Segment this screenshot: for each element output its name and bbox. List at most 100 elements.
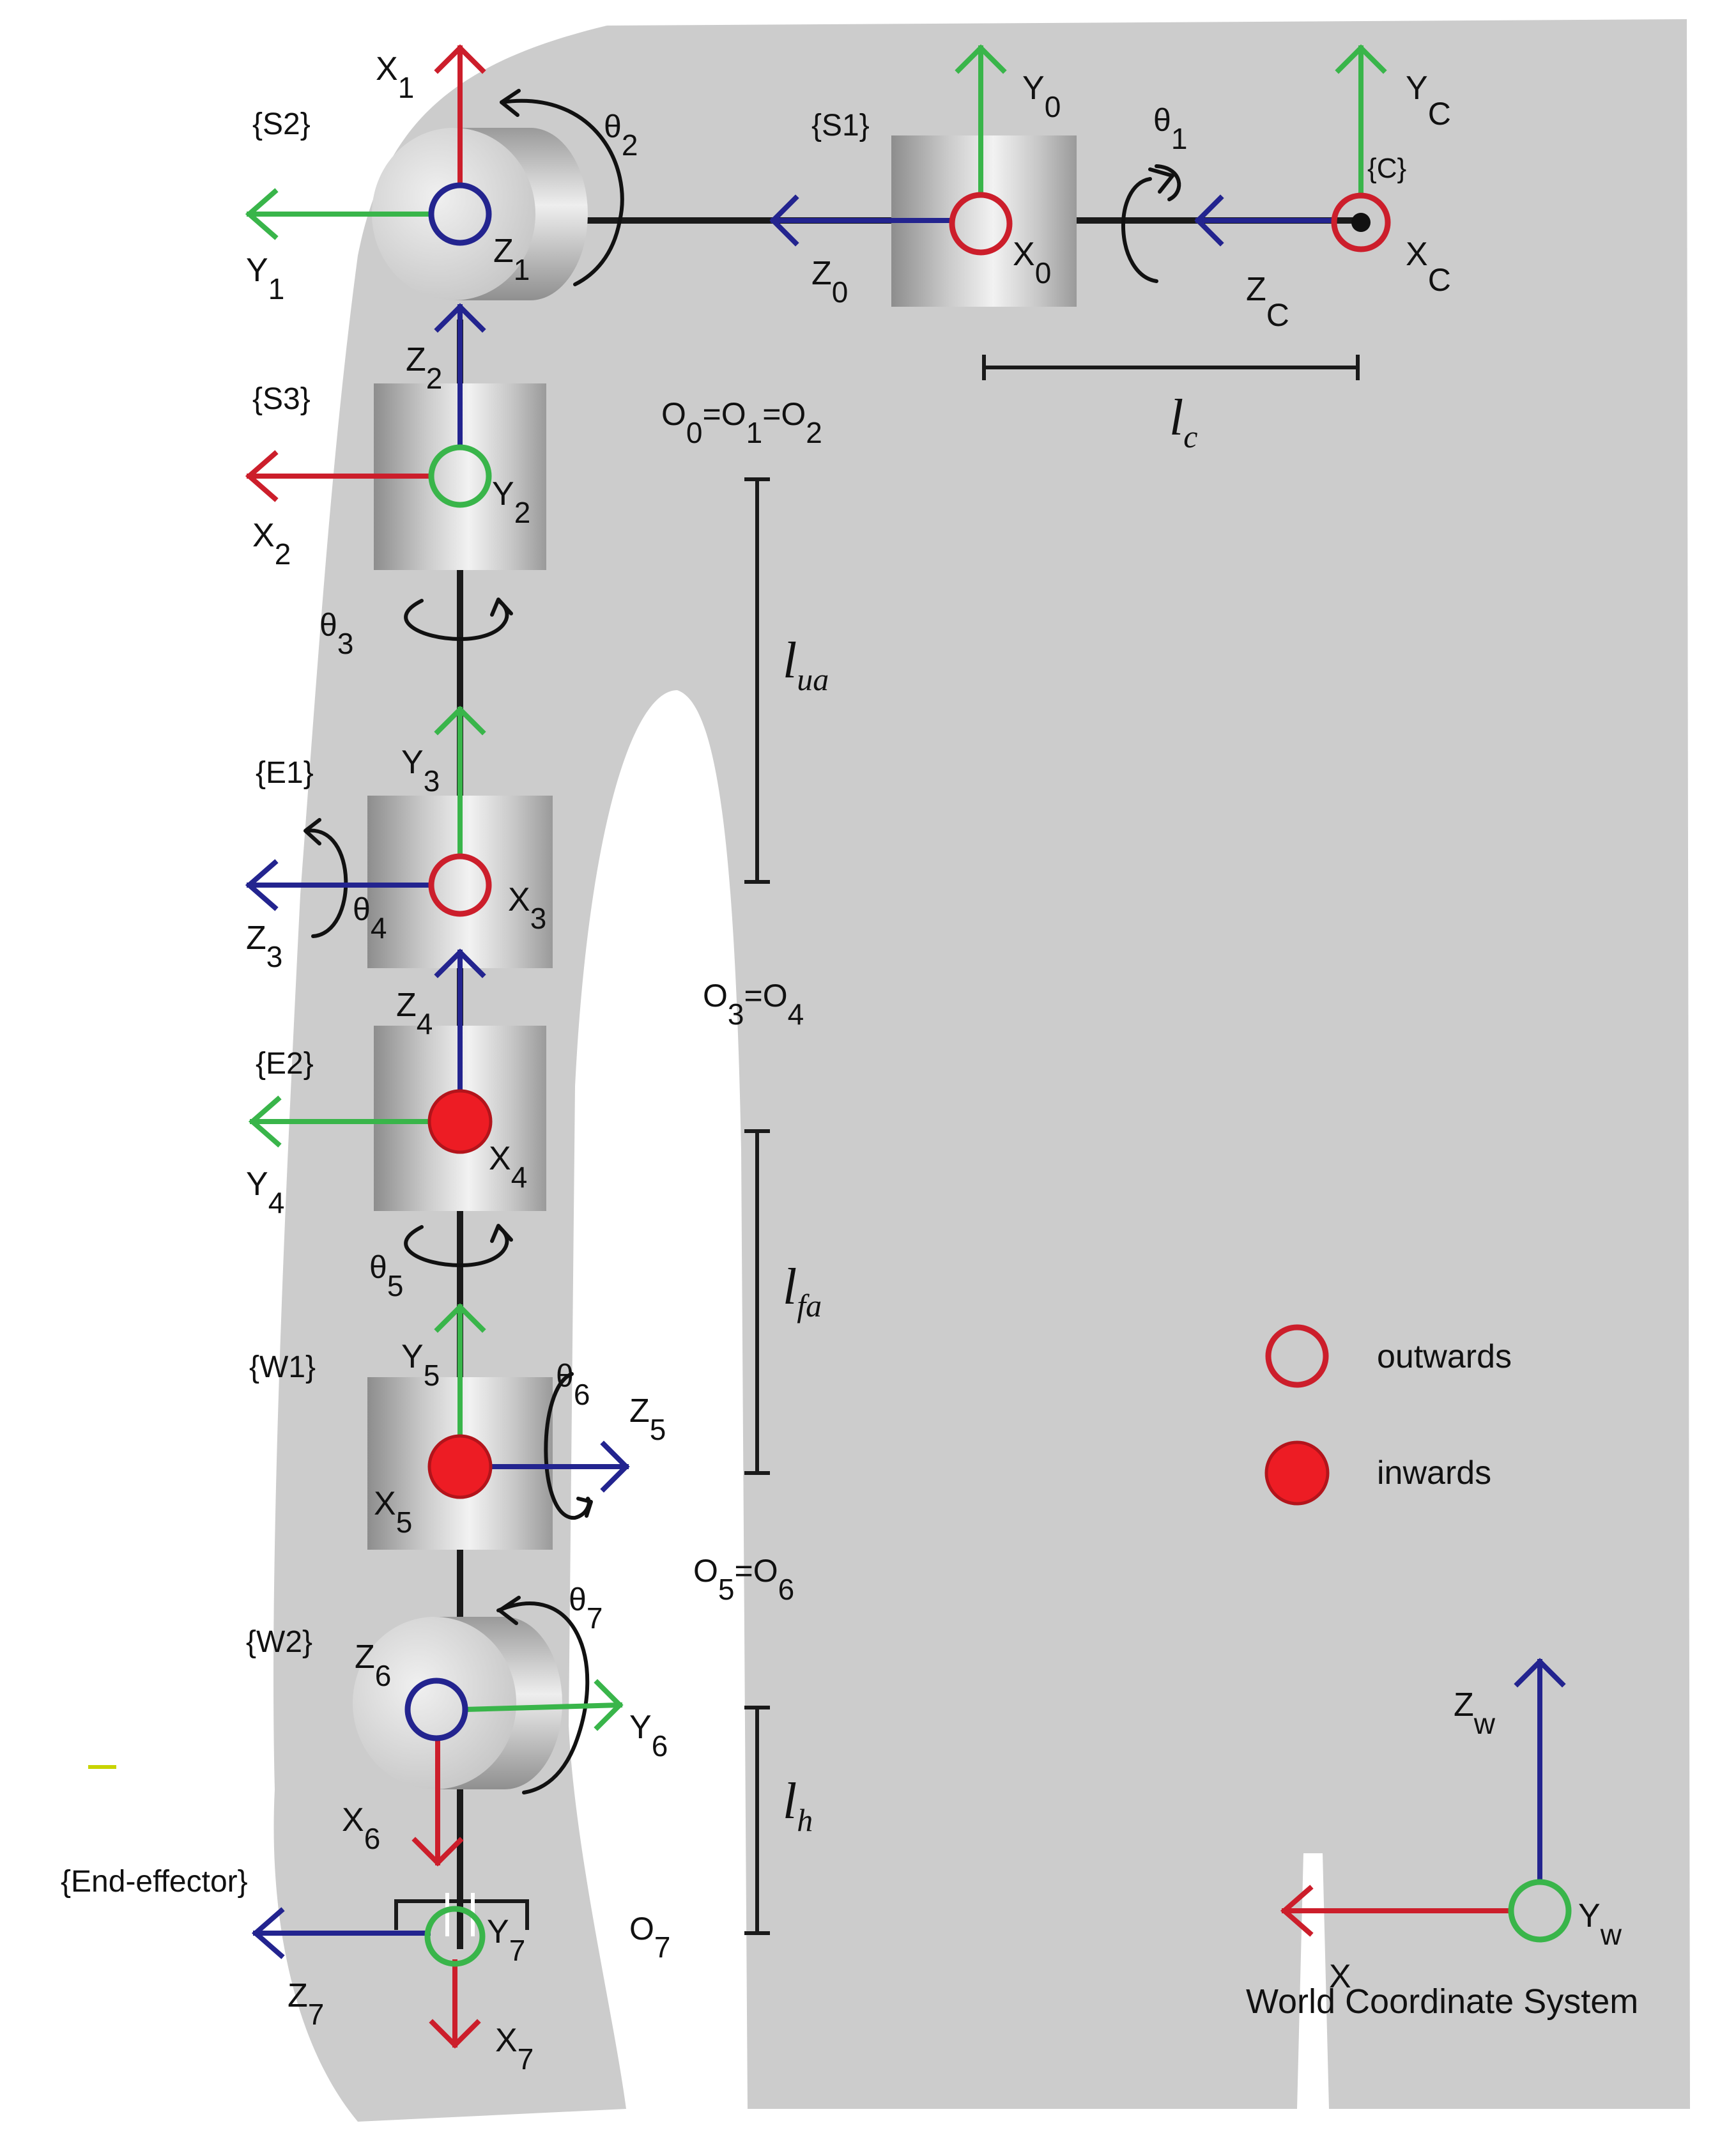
rotation-theta3-arrow bbox=[404, 598, 513, 641]
rotation-arrows bbox=[303, 89, 1181, 1794]
axis-z4-arrow bbox=[434, 948, 486, 1092]
axis-y0-arrow bbox=[955, 44, 1007, 194]
legend-inwards-label: inwards bbox=[1377, 1454, 1491, 1492]
frame-label-e1: {E1} bbox=[256, 756, 314, 790]
rotation-theta7-arrow bbox=[496, 1596, 590, 1794]
axis-y3-arrow bbox=[434, 706, 486, 856]
label-origin-o5-o6: O5=O6 bbox=[693, 1553, 794, 1606]
label-z7: Z7 bbox=[288, 1977, 324, 2031]
frame-label-c: {C} bbox=[1367, 153, 1406, 184]
label-x4: X4 bbox=[489, 1140, 527, 1194]
label-x2: X2 bbox=[252, 517, 291, 571]
legend: outwards inwards bbox=[1377, 1338, 1512, 1492]
frame-label-s3: {S3} bbox=[252, 382, 311, 416]
rotation-theta6-arrow bbox=[544, 1372, 593, 1520]
dimension-bars bbox=[744, 355, 1360, 1935]
frame-label-s2: {S2} bbox=[252, 107, 311, 141]
dimension-lh-bar bbox=[744, 1706, 770, 1935]
label-length-lh: lh bbox=[783, 1773, 813, 1838]
axis-arrows bbox=[245, 44, 1566, 2049]
axis-x7-arrow bbox=[429, 1959, 481, 2049]
axis-x0-circle bbox=[949, 192, 1013, 256]
label-x6: X6 bbox=[342, 1801, 380, 1855]
label-z4: Z4 bbox=[396, 987, 433, 1040]
label-y0: Y0 bbox=[1022, 70, 1061, 123]
axis-y2-circle bbox=[428, 444, 492, 508]
axis-z6-circle bbox=[404, 1678, 468, 1741]
label-y7: Y7 bbox=[487, 1913, 525, 1967]
label-y3: Y3 bbox=[401, 744, 440, 798]
label-theta5: θ5 bbox=[369, 1249, 403, 1302]
label-yc: YC bbox=[1406, 70, 1451, 132]
world-coordinate-caption: World Coordinate System bbox=[1246, 1982, 1638, 2021]
axis-y6-arrow bbox=[462, 1679, 624, 1731]
rotation-theta1-arrow bbox=[1121, 164, 1181, 283]
end-effector-bracket bbox=[394, 1899, 529, 1930]
joint-cylinder-w2-face bbox=[353, 1617, 516, 1789]
axis-z0-arrow bbox=[769, 194, 951, 247]
axis-z2-arrow bbox=[434, 303, 486, 450]
frame-label-s1: {S1} bbox=[811, 109, 870, 143]
axis-xw-arrow bbox=[1280, 1885, 1510, 1937]
label-origin-o0-o1-o2: O0=O1=O2 bbox=[661, 396, 822, 449]
axis-y5-arrow bbox=[434, 1303, 486, 1437]
label-theta1: θ1 bbox=[1153, 102, 1187, 155]
axis-yc-arrow bbox=[1335, 44, 1387, 194]
label-origin-o7: O7 bbox=[629, 1911, 671, 1964]
label-theta7: θ7 bbox=[569, 1582, 603, 1635]
axis-x5-inwards-dot bbox=[427, 1434, 493, 1499]
label-y4: Y4 bbox=[246, 1166, 284, 1219]
legend-outwards-label: outwards bbox=[1377, 1338, 1512, 1375]
joint-cylinder-s2-face bbox=[372, 128, 535, 300]
axis-xc-dot bbox=[1351, 213, 1371, 232]
label-length-lc: lc bbox=[1169, 390, 1197, 454]
label-z2: Z2 bbox=[406, 341, 442, 395]
legend-outwards-symbol bbox=[1265, 1324, 1329, 1388]
axis-zw-arrow bbox=[1514, 1658, 1566, 1885]
legend-inwards-symbol bbox=[1264, 1440, 1330, 1506]
axis-z1-circle bbox=[428, 182, 492, 246]
axis-y1-arrow bbox=[245, 188, 431, 240]
frame-label-end-effector: {End-effector} bbox=[61, 1865, 248, 1899]
axis-y7-circle bbox=[424, 1906, 486, 1967]
label-x1: X1 bbox=[376, 50, 414, 104]
axis-x2-arrow bbox=[245, 450, 431, 502]
frame-label-w1: {W1} bbox=[249, 1350, 316, 1384]
background-silhouette bbox=[273, 19, 1691, 2122]
rotation-theta4-arrow bbox=[303, 818, 348, 938]
label-theta3: θ3 bbox=[319, 607, 353, 660]
label-z0: Z0 bbox=[811, 255, 848, 309]
axis-x6-arrow bbox=[411, 1736, 464, 1867]
axis-y4-arrow bbox=[248, 1095, 431, 1148]
label-xw: X bbox=[1329, 1958, 1351, 1995]
label-y2: Y2 bbox=[492, 475, 530, 529]
axis-xc-circle bbox=[1331, 192, 1391, 252]
axis-z3-arrow bbox=[245, 859, 431, 911]
rotation-theta5-arrow bbox=[404, 1224, 513, 1267]
label-z5: Z5 bbox=[629, 1393, 666, 1446]
axis-yw-circle bbox=[1508, 1879, 1572, 1943]
label-theta2: θ2 bbox=[604, 109, 638, 162]
dimension-lua-bar bbox=[744, 477, 770, 884]
label-z6: Z6 bbox=[355, 1639, 391, 1692]
label-zc: ZC bbox=[1246, 271, 1289, 333]
label-y6: Y6 bbox=[629, 1709, 668, 1763]
label-length-lfa: lfa bbox=[783, 1259, 822, 1323]
axis-x1-arrow bbox=[434, 44, 486, 188]
label-theta4: θ4 bbox=[353, 891, 387, 945]
label-theta6: θ6 bbox=[556, 1358, 590, 1411]
label-z3: Z3 bbox=[246, 920, 282, 973]
dimension-lc-bar bbox=[982, 355, 1360, 380]
rotation-theta2-arrow bbox=[500, 89, 624, 286]
label-length-lua: lua bbox=[783, 633, 829, 697]
axis-x4-inwards-dot bbox=[427, 1089, 493, 1154]
axis-x3-circle bbox=[428, 853, 492, 917]
axis-z5-arrow bbox=[486, 1440, 630, 1493]
label-x3: X3 bbox=[508, 881, 546, 935]
label-z1: Z1 bbox=[493, 233, 530, 286]
axis-zc-arrow bbox=[1194, 194, 1335, 247]
axis-z7-arrow bbox=[251, 1907, 431, 1959]
axis-circles bbox=[404, 182, 1572, 1967]
label-x5: X5 bbox=[374, 1485, 412, 1539]
frame-label-w2: {W2} bbox=[246, 1625, 312, 1659]
